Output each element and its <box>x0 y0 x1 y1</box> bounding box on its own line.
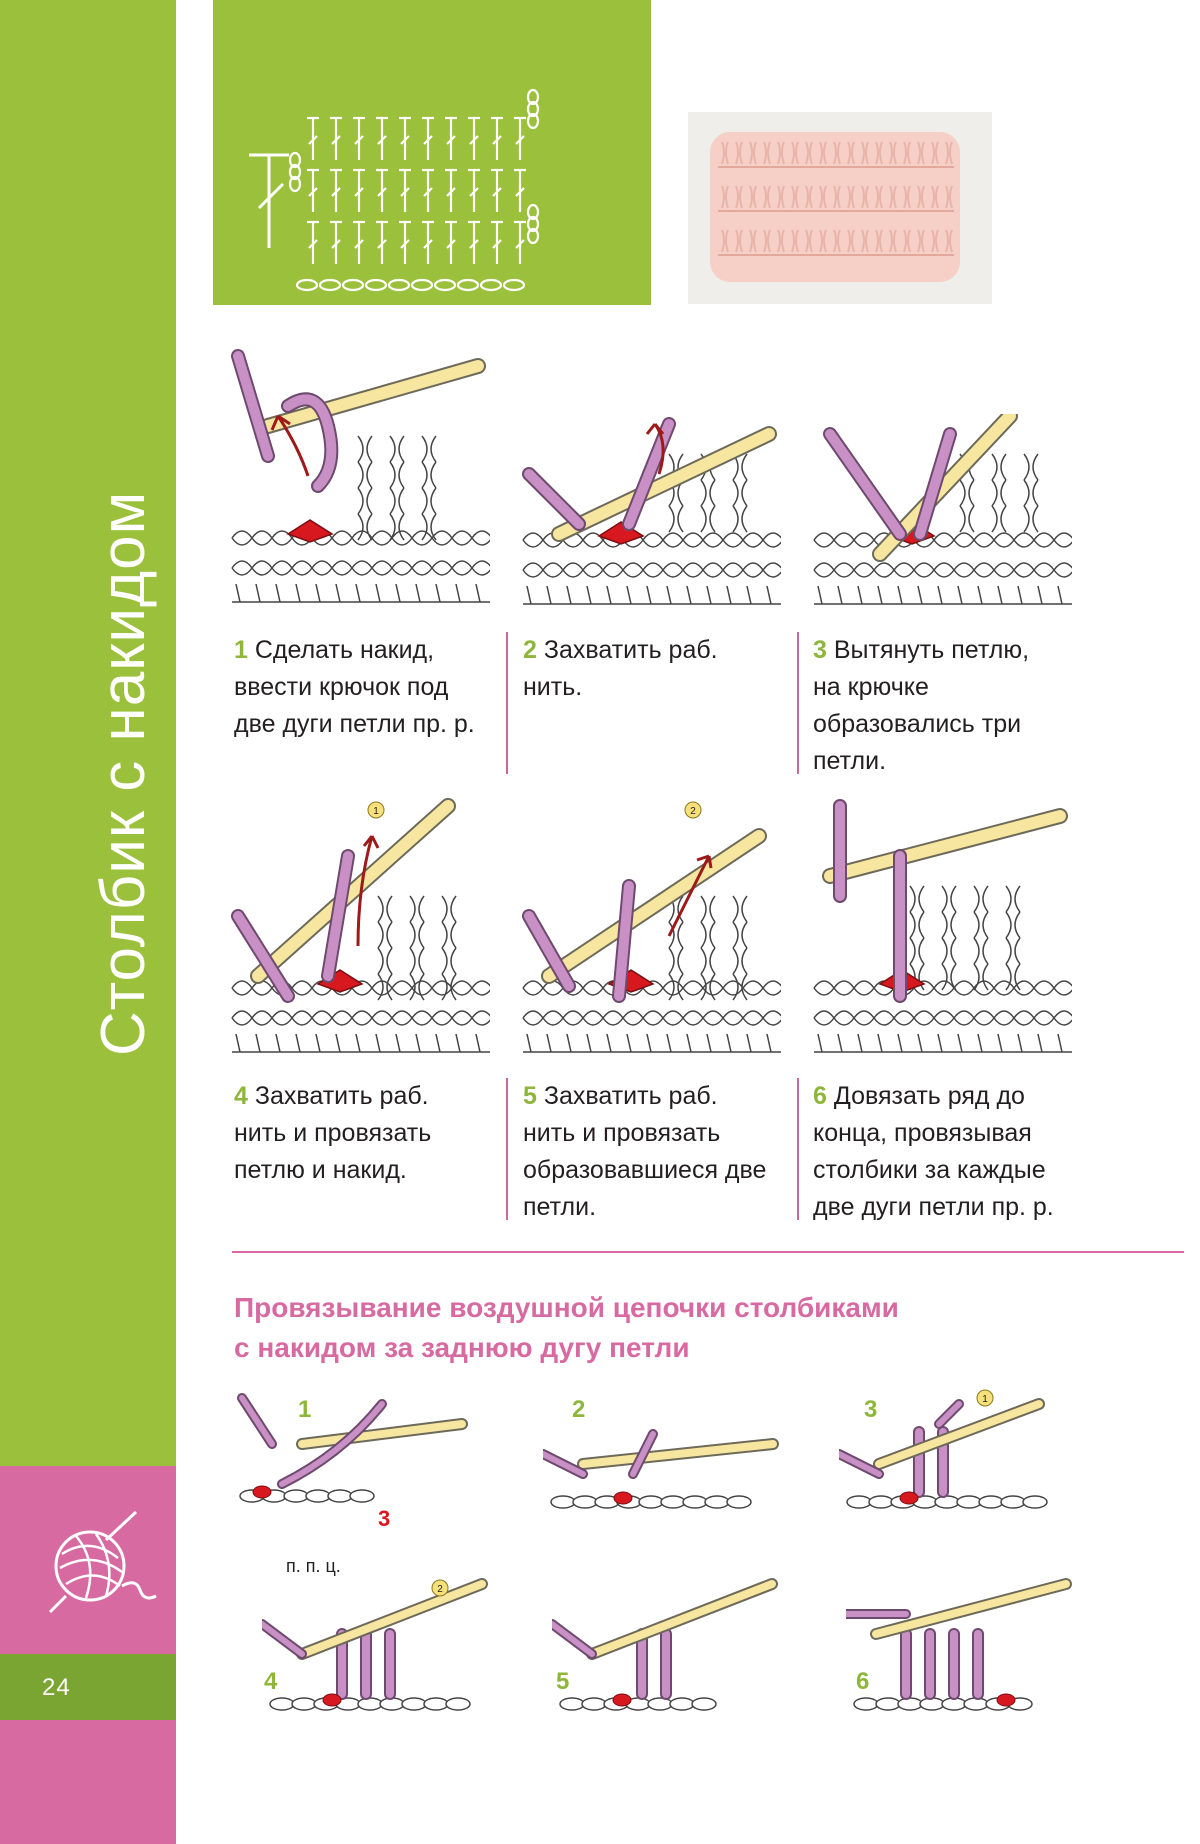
section-heading: Провязывание воздушной цепочки столбикам… <box>234 1288 1134 1368</box>
mini-step-6-number: 6 <box>856 1668 870 1695</box>
svg-text:2: 2 <box>690 806 696 817</box>
mini-step-3-illustration: 1 <box>834 1384 1079 1534</box>
mini-step-5-illustration <box>547 1574 792 1724</box>
mini-step-5-number: 5 <box>556 1668 570 1695</box>
step-3-illustration <box>810 408 1075 610</box>
svg-text:1: 1 <box>982 1394 988 1405</box>
svg-text:1: 1 <box>373 806 379 817</box>
chain-label: п. п. ц. <box>286 1556 341 1576</box>
step-5-text: 5 Захватить раб. нить и провязать образо… <box>523 1078 773 1226</box>
step-6-illustration <box>810 796 1075 1058</box>
mini-step-4-number: 4 <box>264 1668 278 1695</box>
section-divider <box>232 1251 1184 1253</box>
mini-step-2-number: 2 <box>572 1396 586 1423</box>
step-4-number: 4 <box>234 1082 248 1110</box>
step-5-illustration: 2 <box>519 796 784 1058</box>
step-2-description: Захватить раб. нить. <box>523 636 718 701</box>
step-2-illustration <box>519 414 784 610</box>
step-2-number: 2 <box>523 636 537 664</box>
page-number-bar <box>0 1654 176 1720</box>
step-4-description: Захватить раб. нить и провязать петлю и … <box>234 1082 432 1184</box>
section-heading-line-1: Провязывание воздушной цепочки столбикам… <box>234 1292 899 1323</box>
pink-knitted-swatch-icon <box>688 112 992 304</box>
step-4-text: 4 Захватить раб. нить и провязать петлю … <box>234 1078 484 1189</box>
sidebar-title: Столбик с накидом <box>89 490 158 1056</box>
loop-number-red: 3 <box>378 1506 391 1531</box>
mini-step-1-illustration <box>232 1384 472 1534</box>
double-crochet-chart-icon <box>249 88 540 292</box>
step-1-number: 1 <box>234 636 248 664</box>
step-3-description: Вытянуть петлю, на крючке образовались т… <box>813 636 1030 775</box>
mini-step-6-illustration <box>841 1574 1086 1724</box>
step-5-number: 5 <box>523 1082 537 1110</box>
step-3-text: 3 Вытянуть петлю, на крючке образовались… <box>813 632 1063 780</box>
sidebar-green-band <box>0 0 176 1466</box>
step-3-number: 3 <box>813 636 827 664</box>
yarn-ball-icon <box>36 1506 160 1616</box>
step-separator <box>506 632 508 774</box>
step-1-text: 1 Сделать накид, ввести крючок под две д… <box>234 632 484 743</box>
mini-step-2-illustration <box>538 1384 783 1534</box>
step-1-description: Сделать накид, ввести крючок под две дуг… <box>234 636 475 738</box>
double-crochet-symbol-panel <box>213 0 651 305</box>
section-heading-line-2: с накидом за заднюю дугу петли <box>234 1332 690 1363</box>
step-separator <box>506 1078 508 1220</box>
step-6-text: 6 Довязать ряд до конца, провязывая стол… <box>813 1078 1083 1226</box>
step-4-illustration: 1 <box>228 796 493 1058</box>
page-number: 24 <box>42 1674 71 1701</box>
step-separator <box>797 1078 799 1220</box>
step-6-number: 6 <box>813 1082 827 1110</box>
svg-text:2: 2 <box>437 1584 443 1595</box>
mini-step-4-illustration: 2 <box>257 1574 502 1724</box>
mini-step-1-number: 1 <box>298 1396 312 1423</box>
mini-step-3-number: 3 <box>864 1396 878 1423</box>
step-6-description: Довязать ряд до конца, провязывая столби… <box>813 1082 1054 1221</box>
step-2-text: 2 Захватить раб. нить. <box>523 632 773 706</box>
step-5-description: Захватить раб. нить и провязать образова… <box>523 1082 767 1221</box>
step-1-illustration <box>228 346 493 608</box>
step-separator <box>797 632 799 774</box>
